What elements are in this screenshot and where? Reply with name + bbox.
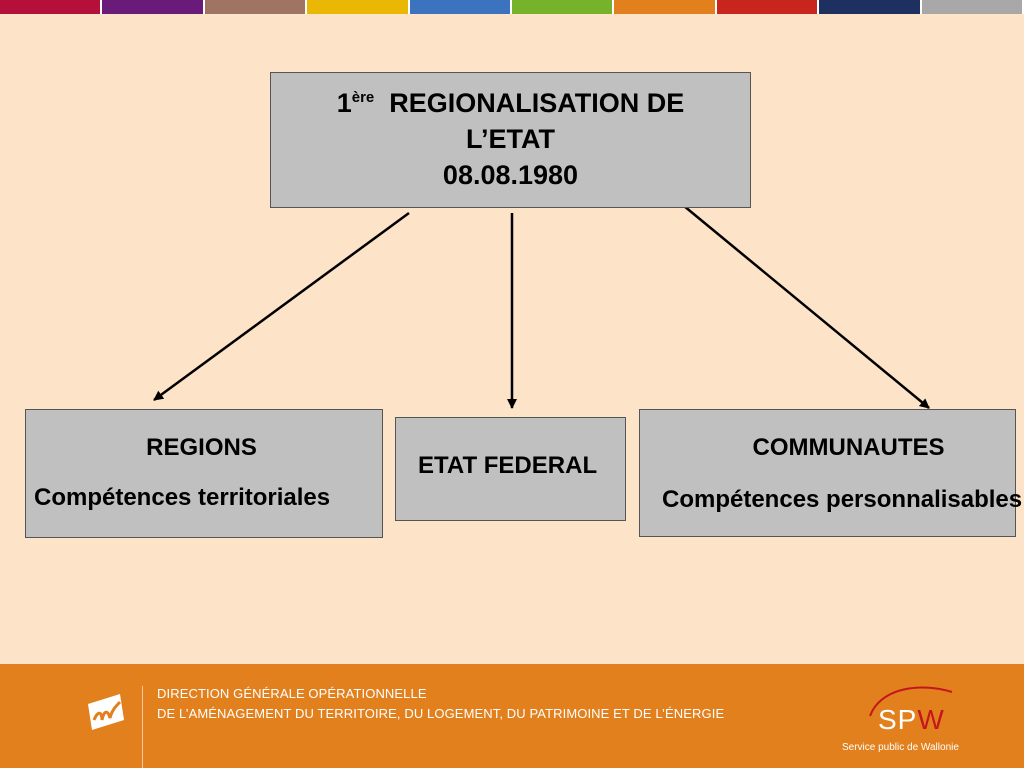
color-bar-segment	[716, 0, 820, 14]
regions-title: REGIONS	[146, 434, 257, 461]
color-bar-segment	[0, 0, 103, 14]
footer-bar: DIRECTION GÉNÉRALE OPÉRATIONNELLE DE L’A…	[0, 664, 1024, 768]
wallonia-logo-icon	[88, 694, 124, 730]
spw-caption: Service public de Wallonie	[842, 742, 959, 753]
spw-logo-sp: SP	[878, 704, 918, 735]
spw-arc-icon	[869, 686, 953, 717]
spw-logo-w: W	[917, 704, 945, 735]
color-bar-segment	[819, 0, 922, 14]
direction-line1: DIRECTION GÉNÉRALE OPÉRATIONNELLE	[157, 686, 427, 701]
communautes-title: COMMUNAUTES	[752, 434, 945, 461]
footer-divider	[142, 686, 143, 768]
ordinal-suffix: ère	[351, 89, 375, 106]
etat-federal-box: ETAT FEDERAL	[395, 417, 626, 521]
etat-federal-title: ETAT FEDERAL	[418, 452, 598, 479]
communautes-subtitle: Compétences personnalisables	[662, 486, 1023, 513]
regions-box: REGIONS Compétences territoriales	[25, 409, 383, 538]
spw-logo-text: SPW	[878, 704, 945, 736]
color-bar-segment	[102, 0, 205, 14]
color-bar-segment	[921, 0, 1024, 14]
arrow-to-communautes	[683, 205, 930, 409]
color-bar-segment	[409, 0, 513, 14]
color-bar-segment	[204, 0, 308, 14]
top-color-bar	[0, 0, 1024, 14]
arrow-to-regions	[153, 211, 410, 402]
regions-subtitle: Compétences territoriales	[34, 484, 331, 511]
title-line1-text: REGIONALISATION DE	[389, 88, 685, 118]
color-bar-segment	[512, 0, 615, 14]
regionalisation-title-line2: L’ETAT	[466, 124, 555, 154]
communautes-box: COMMUNAUTES Compétences personnalisables	[639, 409, 1022, 537]
color-bar-segment	[307, 0, 410, 14]
direction-line2: DE L’AMÉNAGEMENT DU TERRITOIRE, DU LOGEM…	[157, 706, 725, 721]
color-bar-segment	[614, 0, 717, 14]
regionalisation-box: 1ère REGIONALISATION DE L’ETAT 08.08.198…	[270, 72, 751, 208]
regionalisation-title-line1: 1ère REGIONALISATION DE	[271, 85, 750, 121]
ordinal-number: 1	[336, 88, 352, 118]
regionalisation-date: 08.08.1980	[442, 160, 579, 190]
